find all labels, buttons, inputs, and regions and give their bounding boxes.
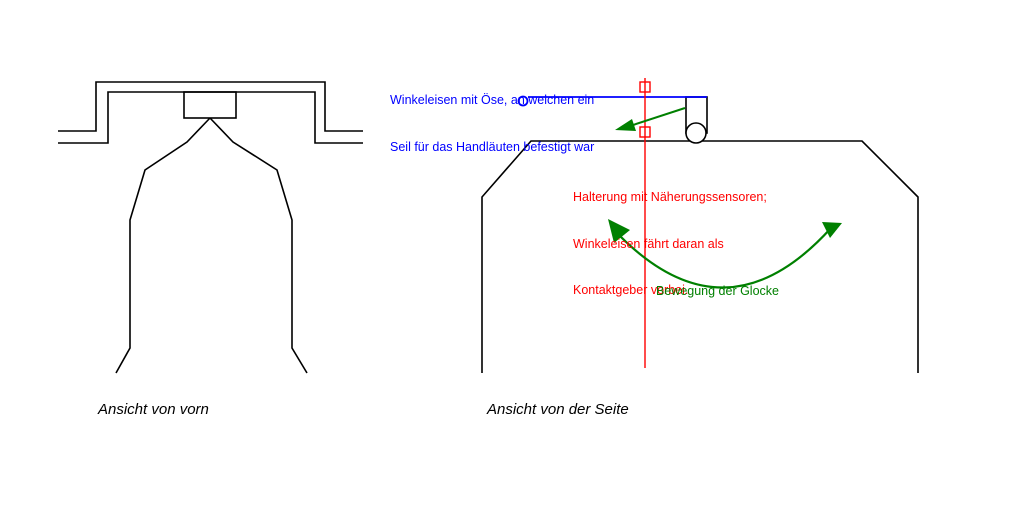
axle-circle xyxy=(685,122,707,144)
proximity-sensor-lower xyxy=(639,126,651,138)
yoke-outer xyxy=(58,81,363,132)
angle-bar-label-line2: Seil für das Handläuten befestigt war xyxy=(390,139,595,154)
proximity-sensor-upper xyxy=(639,81,651,93)
angle-bar-label-line1: Winkeleisen mit Öse, an welchen ein xyxy=(390,93,595,107)
eyelet-icon xyxy=(517,95,529,107)
motion-arrows xyxy=(608,107,842,289)
side-view-drawing xyxy=(481,96,919,373)
clamp-block xyxy=(183,91,237,119)
sensor-label-line3: Kontaktgeber vorbei. xyxy=(573,283,689,297)
pointer-arrow-head-icon xyxy=(615,119,636,131)
front-view-caption: Ansicht von vorn xyxy=(98,401,209,418)
side-view-caption: Ansicht von der Seite xyxy=(487,401,629,418)
pointer-arrow-shaft xyxy=(629,107,686,127)
sensor-holder xyxy=(639,78,651,368)
swing-arc xyxy=(615,227,832,289)
sensor-label: Halterung mit Näherungssensoren; Winkele… xyxy=(573,159,767,314)
motion-label: Bewegung der Glocke xyxy=(656,284,779,298)
bell-front-left xyxy=(115,117,211,374)
front-view-drawing xyxy=(58,81,363,374)
sensor-label-line1: Halterung mit Näherungssensoren; xyxy=(573,190,767,204)
angle-bar-label: Winkeleisen mit Öse, an welchen ein Seil… xyxy=(390,62,594,171)
sensor-label-line2: Winkeleisen fährt daran als xyxy=(573,236,724,251)
angle-bar xyxy=(517,95,707,107)
swing-arrow-left-icon xyxy=(608,219,630,243)
swing-arrow-right-icon xyxy=(822,222,842,238)
bell-front-right xyxy=(209,117,308,374)
